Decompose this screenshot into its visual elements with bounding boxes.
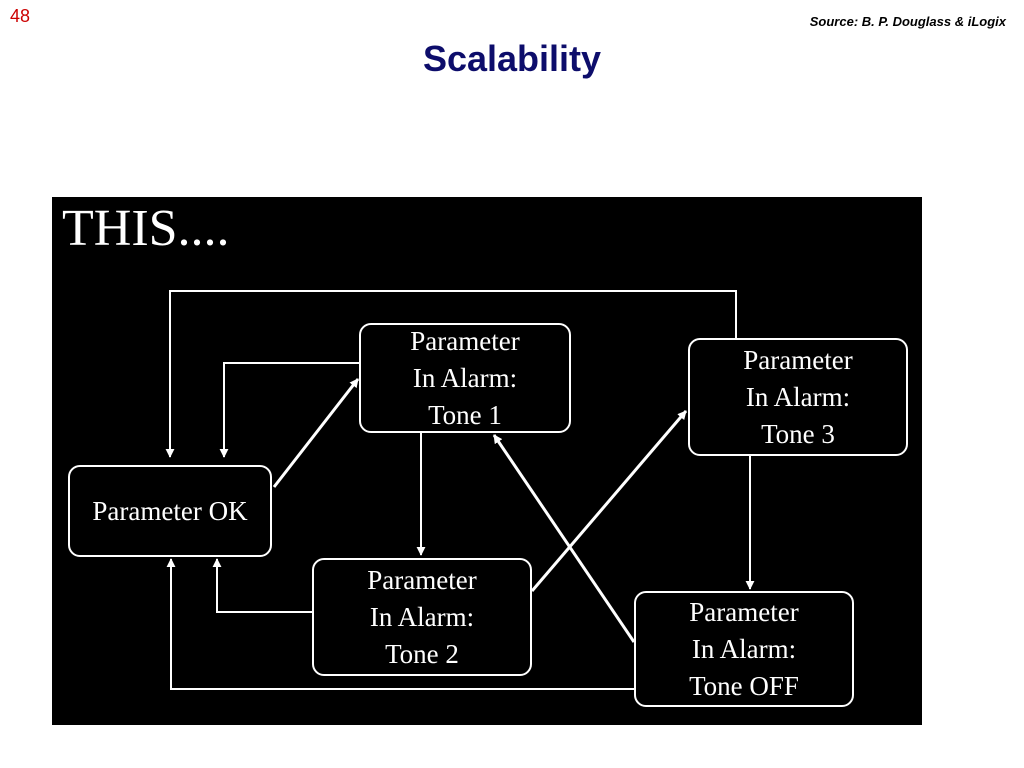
arrow-ok-to-tone1: [272, 378, 360, 488]
state-label: Parameter OK: [92, 495, 248, 526]
state-label: Parameter In Alarm: Tone 2: [367, 564, 477, 669]
arrow-toneoff-to-ok: [166, 558, 634, 690]
arrow-tone2-to-tone3: [530, 410, 688, 592]
transition-arrows: [165, 290, 755, 690]
state-label: Parameter In Alarm: Tone OFF: [689, 596, 799, 701]
arrow-tone2-to-ok: [212, 558, 312, 613]
arrow-tone3-to-ok: [165, 290, 737, 458]
slide-title: Scalability: [422, 38, 602, 79]
state-tone-1: Parameter In Alarm: Tone 1: [359, 323, 571, 433]
state-label: Parameter In Alarm: Tone 3: [743, 344, 853, 449]
state-diagram-panel: THIS.... Parameter OK Parameter In Alarm…: [52, 197, 922, 725]
state-tone-3: Parameter In Alarm: Tone 3: [688, 338, 908, 456]
slide-number: 48: [10, 6, 31, 26]
source-citation: Source: B. P. Douglass & iLogix: [809, 14, 1006, 29]
arrow-tone1-to-ok: [219, 362, 360, 458]
state-tone-2: Parameter In Alarm: Tone 2: [312, 558, 532, 676]
diagram-heading: THIS....: [62, 200, 230, 257]
arrow-toneoff-to-tone1: [492, 434, 636, 643]
state-tone-off: Parameter In Alarm: Tone OFF: [634, 591, 854, 707]
state-parameter-ok: Parameter OK: [68, 465, 272, 557]
state-label: Parameter In Alarm: Tone 1: [410, 325, 520, 430]
